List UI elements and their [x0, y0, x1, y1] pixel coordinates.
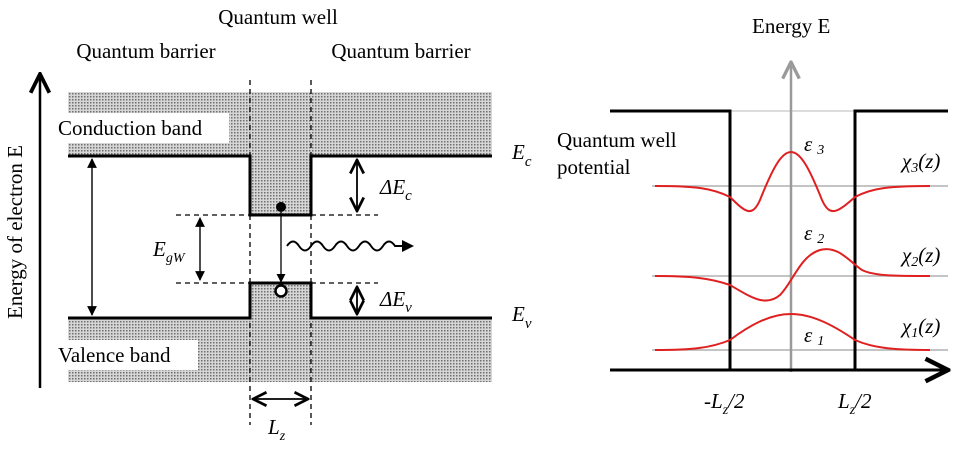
- photon-wave: [286, 240, 403, 252]
- conduction-band-label: Conduction band: [58, 116, 203, 140]
- neg-half-lz-label: -Lz/2: [704, 389, 745, 418]
- potential-well: [610, 109, 948, 370]
- quantum-well-label: Quantum well: [218, 5, 338, 29]
- ec-label: Ec: [511, 140, 532, 170]
- potential-label-line2: potential: [557, 155, 631, 179]
- delta-ec-label: ΔEc: [379, 175, 412, 204]
- valence-band-edge: [68, 281, 492, 320]
- barrier-left-label: Quantum barrier: [76, 39, 215, 63]
- lz-label: Lz: [267, 415, 286, 444]
- chi-2-label: χ2(z): [900, 243, 940, 270]
- wavefunction-3: [654, 150, 931, 212]
- chi-3-label: χ3(z): [900, 149, 940, 176]
- energy-axis-right-label: Energy E: [752, 14, 830, 38]
- wavefunction-2: [654, 248, 931, 302]
- hole-circle: [274, 284, 288, 298]
- delta-ev-label: ΔEv: [379, 287, 412, 316]
- photon-arrowhead: [402, 240, 414, 252]
- valence-band-label: Valence band: [58, 343, 171, 367]
- barrier-right-label: Quantum barrier: [331, 39, 470, 63]
- chi-1-label: χ1(z): [900, 314, 940, 341]
- conduction-band-region: [68, 92, 492, 215]
- potential-label-line1: Quantum well: [557, 128, 677, 152]
- pos-half-lz-label: Lz/2: [837, 389, 872, 418]
- egw-label: EgW: [152, 237, 186, 266]
- energy-axis-label: Energy of electron E: [3, 145, 27, 319]
- ev-label: Ev: [511, 302, 532, 332]
- wavefunction-1: [654, 312, 931, 351]
- band-diagram: Quantum well Quantum barrier Quantum bar…: [3, 5, 532, 444]
- electron-dot: [276, 202, 286, 212]
